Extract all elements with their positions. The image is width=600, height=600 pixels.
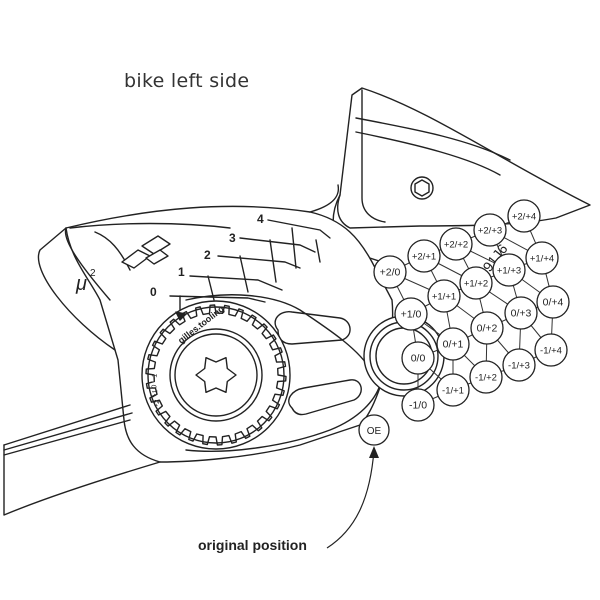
position-circle xyxy=(401,388,435,422)
position-circle xyxy=(534,333,568,367)
position-option-p02[interactable]: 0/+2 xyxy=(470,311,504,345)
position-option-p23[interactable]: +2/+3 xyxy=(473,213,507,247)
position-option-p12[interactable]: +1/+2 xyxy=(459,266,493,300)
position-label: -1/+1 xyxy=(442,386,464,397)
position-option-m13[interactable]: -1/+3 xyxy=(502,348,536,382)
position-circle xyxy=(459,266,493,300)
position-option-p04[interactable]: 0/+4 xyxy=(536,285,570,319)
position-option-p03[interactable]: 0/+3 xyxy=(504,296,538,330)
position-scale xyxy=(169,219,331,311)
position-circle xyxy=(394,297,428,331)
position-label: +1/+2 xyxy=(464,279,488,290)
position-label: 0/+3 xyxy=(511,308,532,320)
position-option-p11[interactable]: +1/+1 xyxy=(427,279,461,313)
mu-exponent: 2 xyxy=(90,268,96,279)
leader-line xyxy=(326,449,375,549)
position-label: -1/+3 xyxy=(508,361,530,372)
diagram-title: bike left side xyxy=(124,70,250,92)
position-circle xyxy=(436,327,470,361)
position-circle xyxy=(473,213,507,247)
position-label: +1/0 xyxy=(401,309,422,321)
scale-number: 1 xyxy=(178,265,185,279)
position-circle xyxy=(536,285,570,319)
scale-number: 2 xyxy=(204,248,211,262)
mu-label: μ xyxy=(75,273,87,295)
position-option-m12[interactable]: -1/+2 xyxy=(469,360,503,394)
position-option-p10[interactable]: +1/0 xyxy=(394,297,428,331)
position-circle xyxy=(436,373,470,407)
position-option-m11[interactable]: -1/+1 xyxy=(436,373,470,407)
position-label: 0/+4 xyxy=(543,297,564,309)
position-label: +2/+4 xyxy=(512,212,536,223)
position-option-p20[interactable]: +2/0 xyxy=(373,255,407,289)
wheel-mark: +1 xyxy=(151,389,159,398)
position-option-m14[interactable]: -1/+4 xyxy=(534,333,568,367)
scale-number: 4 xyxy=(257,212,264,226)
position-circle xyxy=(525,241,559,275)
position-label: 0/+1 xyxy=(443,339,464,351)
position-circle xyxy=(502,348,536,382)
position-circle xyxy=(439,227,473,261)
position-option-p13[interactable]: +1/+3 xyxy=(492,253,526,287)
position-option-p24[interactable]: +2/+4 xyxy=(507,199,541,233)
position-circle xyxy=(407,239,441,273)
position-option-p22[interactable]: +2/+2 xyxy=(439,227,473,261)
position-label: +1/+3 xyxy=(497,266,521,277)
position-label: +2/+1 xyxy=(412,252,436,263)
position-label: +1/+4 xyxy=(530,254,554,265)
position-circle xyxy=(470,311,504,345)
position-option-p01[interactable]: 0/+1 xyxy=(436,327,470,361)
lower-slot xyxy=(288,379,362,416)
original-position-caption: original position xyxy=(198,537,307,553)
position-circle xyxy=(469,360,503,394)
position-circle xyxy=(504,296,538,330)
position-label: -1/0 xyxy=(409,400,427,412)
position-option-m10[interactable]: -1/0 xyxy=(401,388,435,422)
origin-label: OE xyxy=(367,426,382,437)
position-circle xyxy=(373,255,407,289)
position-option-p00[interactable]: 0/0 xyxy=(401,341,435,375)
adjustment-gear xyxy=(141,300,291,450)
wheel-mark: -1 xyxy=(151,373,159,380)
leader-arrow xyxy=(369,446,379,458)
frame-bracket xyxy=(332,87,591,263)
position-circle xyxy=(507,199,541,233)
brand-logo xyxy=(121,235,171,269)
position-label: 0/+2 xyxy=(477,323,498,335)
position-label: +2/0 xyxy=(380,267,401,279)
position-circle xyxy=(401,341,435,375)
wheel-mark: +2 xyxy=(153,399,161,408)
scale-number: 3 xyxy=(229,231,236,245)
position-option-p14[interactable]: +1/+4 xyxy=(525,241,559,275)
wheel-mark: 0 xyxy=(151,384,159,389)
position-label: 0/0 xyxy=(411,353,426,365)
position-circle xyxy=(427,279,461,313)
position-label: +2/+2 xyxy=(444,240,468,251)
position-circle xyxy=(492,253,526,287)
position-label: +1/+1 xyxy=(432,292,456,303)
origin-marker[interactable]: OE xyxy=(358,414,390,446)
position-label: +2/+3 xyxy=(478,226,502,237)
position-label: -1/+4 xyxy=(540,346,562,357)
position-option-p21[interactable]: +2/+1 xyxy=(407,239,441,273)
scale-number: 0 xyxy=(150,285,157,299)
position-label: -1/+2 xyxy=(475,373,497,384)
